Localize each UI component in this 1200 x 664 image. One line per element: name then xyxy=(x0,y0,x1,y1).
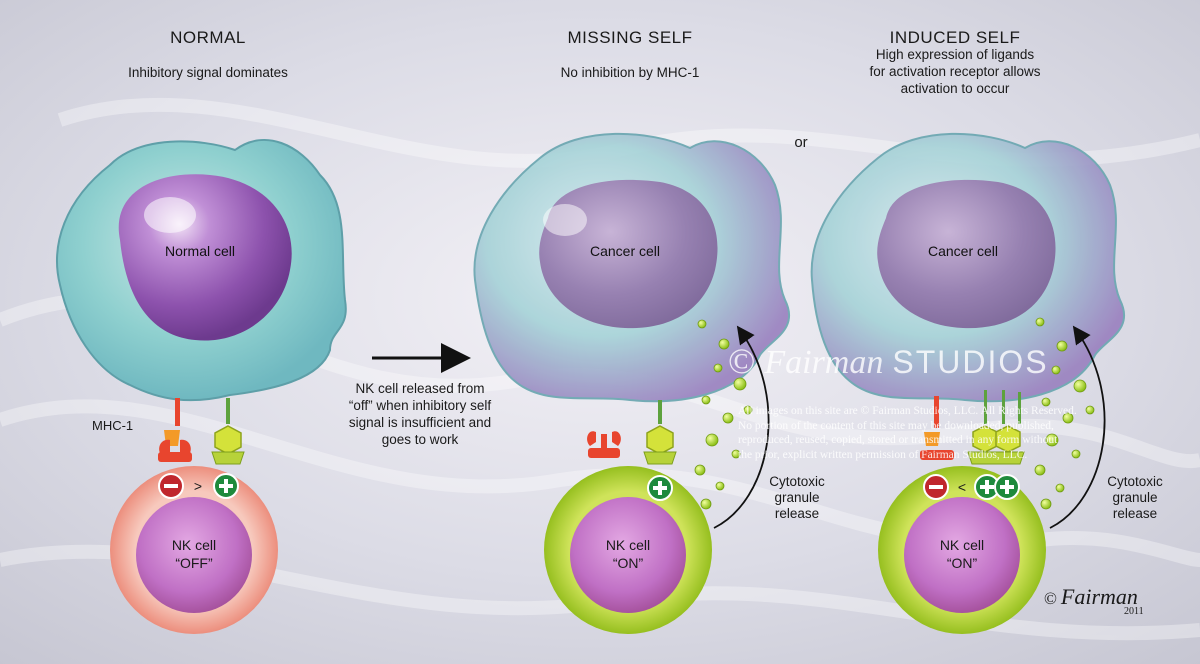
mhc-receptor-icon xyxy=(920,396,954,460)
watermark-script: Fairman xyxy=(764,344,884,381)
granule-release-arrow-icon xyxy=(1049,325,1106,529)
induced-self-subtitle-line2: for activation receptor allows xyxy=(869,64,1041,79)
induced-self-nk-label: NK cell “ON” xyxy=(912,536,1012,572)
plus-badge-icon xyxy=(213,473,239,499)
or-label: or xyxy=(794,134,808,151)
missing-self-release-line2: granule xyxy=(774,490,820,505)
normal-title: NORMAL xyxy=(170,28,246,47)
normal-nk-label: NK cell “OFF” xyxy=(144,536,244,572)
nk-cell-on-nucleus xyxy=(904,497,1020,613)
missing-self-nk-line1: NK cell xyxy=(605,537,651,553)
activating-receptor-icon xyxy=(643,400,677,465)
missing-self-release-label: Cytotoxic granule release xyxy=(752,474,842,522)
induced-self-release-line1: Cytotoxic xyxy=(1107,474,1163,489)
missing-self-release-line3: release xyxy=(774,506,820,521)
induced-self-panel xyxy=(810,132,1126,634)
signature: © Fairman 2011 xyxy=(1044,584,1164,617)
induced-self-cell-label: Cancer cell xyxy=(927,243,999,259)
minus-badge-icon xyxy=(158,473,184,499)
missing-self-nucleus-highlight xyxy=(543,204,587,236)
granule-release-arrow-icon xyxy=(713,325,770,529)
missing-self-title: MISSING SELF xyxy=(567,28,693,47)
normal-nk-line1: NK cell xyxy=(171,537,217,553)
induced-self-subtitle-line1: High expression of ligands xyxy=(875,47,1035,62)
normal-nk-line2: “OFF” xyxy=(175,555,213,571)
normal-cell-label: Normal cell xyxy=(164,243,235,259)
induced-self-nk-line1: NK cell xyxy=(939,537,985,553)
watermark-line2: No portion of the content of this site m… xyxy=(738,419,1054,432)
arrow-caption-line3: signal is insufficient and xyxy=(348,415,492,430)
granules xyxy=(694,319,753,510)
nk-cell-on-nucleus xyxy=(570,497,686,613)
arrow-caption-line1: NK cell released from xyxy=(355,381,485,396)
inhibitory-receptor-icon xyxy=(587,431,621,458)
nk-cell-off-nucleus xyxy=(136,497,252,613)
induced-self-release-label: Cytotoxic granule release xyxy=(1090,474,1180,522)
watermark-line1: All images on this site are © Fairman St… xyxy=(738,405,1077,417)
missing-self-nk-line2: “ON” xyxy=(612,555,644,571)
induced-self-cell-nucleus xyxy=(877,179,1056,329)
signature-symbol: © xyxy=(1044,589,1057,608)
normal-subtitle: Inhibitory signal dominates xyxy=(128,65,288,80)
signature-year: 2011 xyxy=(1124,606,1144,617)
induced-self-subtitle: High expression of ligands for activatio… xyxy=(830,46,1080,97)
arrow-caption-line4: goes to work xyxy=(381,432,459,447)
induced-self-release-line3: release xyxy=(1112,506,1158,521)
missing-self-subtitle: No inhibition by MHC-1 xyxy=(560,65,700,80)
watermark-studios: STUDIOS xyxy=(892,344,1049,380)
granules xyxy=(1034,317,1095,510)
activating-receptor-icon xyxy=(211,398,245,465)
missing-self-cell-label: Cancer cell xyxy=(589,243,661,259)
missing-self-panel xyxy=(473,132,791,634)
induced-self-subtitle-line3: activation to occur xyxy=(900,81,1010,96)
arrow-caption: NK cell released from “off” when inhibit… xyxy=(330,380,510,448)
induced-self-release-line2: granule xyxy=(1112,490,1158,505)
watermark-line4: the prior, explicit written permission o… xyxy=(738,448,1028,461)
watermark-notice: All images on this site are © Fairman St… xyxy=(738,404,1178,462)
signature-name: Fairman xyxy=(1060,584,1138,609)
plus-badge-icon xyxy=(994,474,1020,500)
activating-receptor-icon xyxy=(967,390,1025,465)
induced-self-comparator: < xyxy=(957,479,967,495)
mhc-receptor-icon xyxy=(158,398,192,462)
induced-self-nk-line2: “ON” xyxy=(946,555,978,571)
normal-comparator: > xyxy=(193,478,203,494)
missing-self-release-line1: Cytotoxic xyxy=(769,474,825,489)
minus-badge-icon xyxy=(923,474,949,500)
watermark-copyright-symbol: © xyxy=(728,341,756,381)
induced-self-title: INDUCED SELF xyxy=(889,28,1021,47)
plus-badge-icon xyxy=(647,475,673,501)
mhc-label: MHC-1 xyxy=(92,418,134,433)
missing-self-nk-label: NK cell “ON” xyxy=(578,536,678,572)
watermark-line3: reproduced, reused, copied, stored or tr… xyxy=(738,434,1058,446)
normal-nucleus-highlight xyxy=(144,197,196,233)
watermark-logo: © Fairman STUDIOS xyxy=(728,340,1049,382)
normal-panel xyxy=(56,139,347,634)
arrow-caption-line2: “off” when inhibitory self xyxy=(348,398,492,413)
